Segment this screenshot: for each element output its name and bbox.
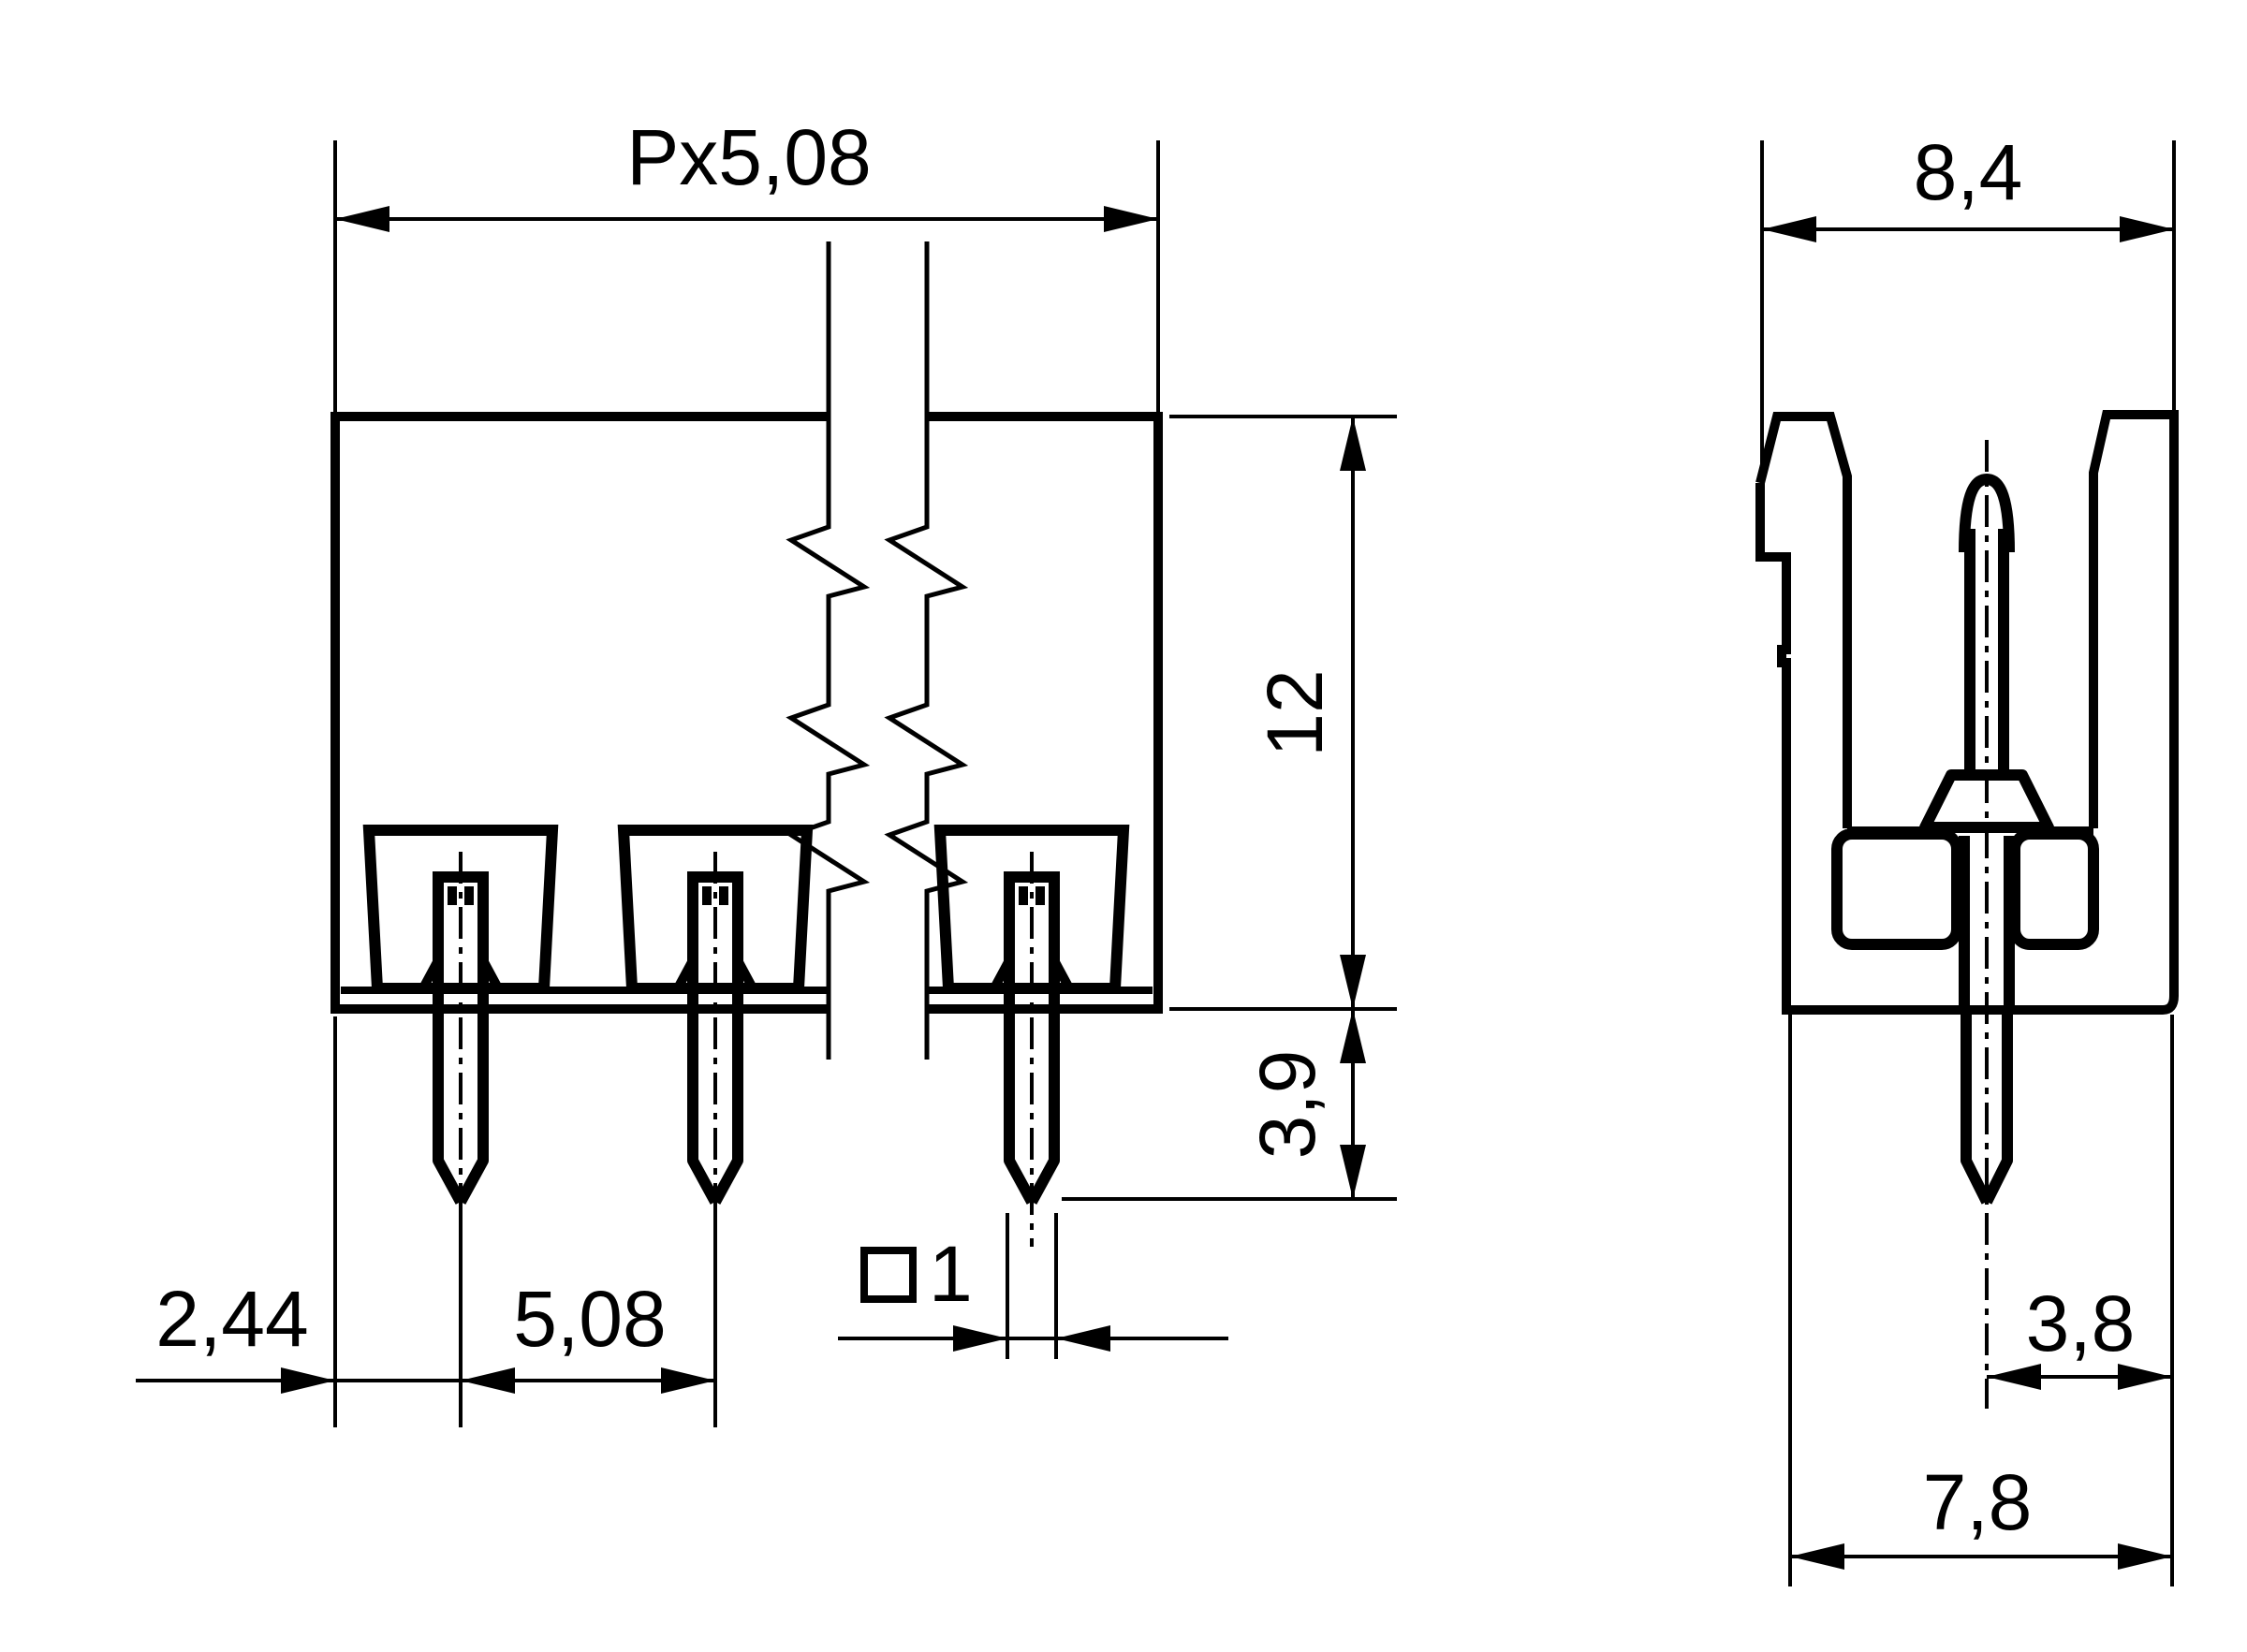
pin-3	[991, 852, 1072, 1247]
pin-3-notch-left	[1019, 886, 1028, 905]
pin-housings	[362, 825, 1130, 994]
dim-pin-to-edge: 3,8	[1987, 1015, 2174, 1586]
side-slot-left	[1831, 828, 1962, 950]
side-pin-lower	[1961, 1015, 2013, 1205]
housing-1	[362, 825, 559, 994]
side-pin-dome	[1959, 473, 2015, 553]
dim-edge-label: 2,44	[155, 1275, 309, 1363]
pin-1	[420, 852, 501, 1247]
dim-side-width-extension-lines	[1760, 140, 2176, 481]
dim-height-extension-lines	[1169, 415, 1397, 1011]
pin-3-notch-right	[1035, 886, 1045, 905]
square-symbol-icon	[860, 1247, 917, 1303]
side-outer-contour	[1755, 410, 2179, 1015]
dim-edge-to-pin: 2,44	[136, 1016, 515, 1427]
side-pin	[1919, 440, 2054, 1409]
pin-2-notch-right	[719, 886, 728, 905]
side-left-wall	[1755, 412, 1852, 828]
housing-2	[617, 825, 814, 994]
housing-3	[933, 825, 1130, 994]
side-view: 8,4 3,8 7,8	[1755, 128, 2179, 1586]
dim-height-label: 12	[1251, 669, 1339, 756]
dim-base-width-label: 7,8	[1923, 1458, 2033, 1546]
dim-pin-square: 1	[838, 1213, 1228, 1359]
dim-side-width: 8,4	[1760, 128, 2176, 481]
dim-square-extension-lines	[1006, 1213, 1058, 1359]
pin-1-notch-right	[464, 886, 474, 905]
dim-pin-to-edge-label: 3,8	[2026, 1279, 2136, 1367]
pin-3-flare	[991, 958, 1072, 990]
dim-pin-protrusion: 3,9	[1062, 1009, 1397, 1201]
side-pin-base-section	[1959, 836, 2015, 1010]
dim-square-label: 1	[929, 1230, 973, 1318]
pin-2-flare	[675, 958, 756, 990]
side-pin-collar	[1919, 769, 2054, 833]
pin-2	[675, 852, 756, 1247]
dim-pin-pitch-label: 5,08	[513, 1275, 667, 1363]
pin-1-flare	[420, 958, 501, 990]
break-line-left	[786, 241, 871, 1060]
pin-2-notch-left	[702, 886, 712, 905]
dim-side-width-label: 8,4	[1914, 128, 2023, 216]
dim-protrusion-label: 3,9	[1243, 1050, 1331, 1160]
break-line-right	[884, 241, 969, 1060]
front-pins	[420, 852, 1072, 1247]
front-view: Px5,08 12 3,9 2,44	[136, 113, 1397, 1427]
front-body-outline	[330, 412, 1163, 1014]
side-pin-shaft	[1964, 529, 2009, 773]
dim-edge-extension-lines	[333, 1016, 463, 1427]
break-lines	[786, 241, 969, 1060]
pin-1-notch-left	[448, 886, 457, 905]
dim-body-height: 12	[1169, 415, 1397, 1011]
dim-pitch-label: Px5,08	[626, 113, 872, 201]
dim-pitch-extension-lines	[333, 140, 1160, 417]
dim-pitch-overall: Px5,08	[333, 113, 1160, 417]
dim-pin-pitch: 5,08	[461, 1214, 717, 1427]
dim-base-width: 7,8	[1788, 1015, 2172, 1586]
